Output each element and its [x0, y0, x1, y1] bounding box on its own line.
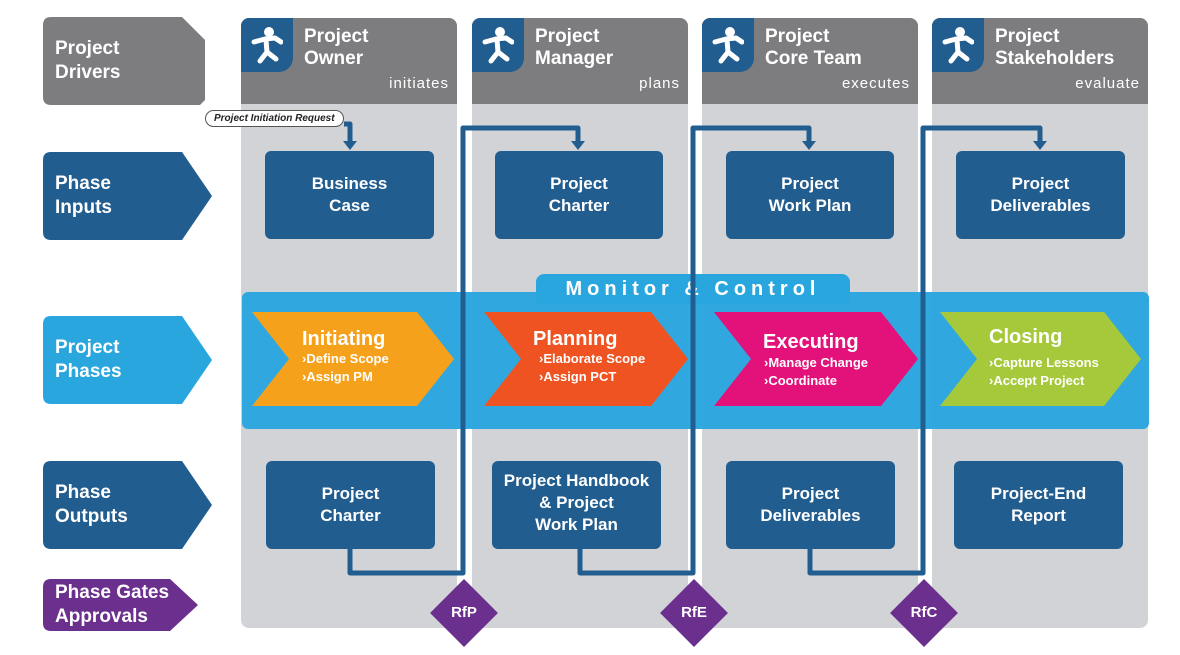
phase-item: ›Define Scope — [302, 351, 389, 366]
row-label-inputs: Phase Inputs — [55, 173, 112, 218]
input-project-charter: Project Charter — [495, 151, 663, 239]
column-title: Project Core Team — [765, 26, 862, 69]
column-title: Project Manager — [535, 26, 614, 69]
column-verb: initiates — [389, 75, 449, 92]
person-icon — [932, 18, 984, 72]
row-label-phases: Project Phases — [55, 337, 122, 382]
output-end-report: Project-End Report — [954, 461, 1123, 549]
output-handbook-work-plan: Project Handbook & Project Work Plan — [492, 461, 661, 549]
person-icon — [472, 18, 524, 72]
phase-item: ›Assign PCT — [539, 369, 617, 384]
outputs-row-shape — [43, 461, 212, 549]
phase-title: Executing — [763, 331, 859, 353]
input-work-plan: Project Work Plan — [726, 151, 894, 239]
initiation-request-label: Project Initiation Request — [205, 110, 344, 127]
row-label-drivers: Project Drivers — [55, 38, 121, 83]
output-deliverables: Project Deliverables — [726, 461, 895, 549]
phase-title: Initiating — [302, 328, 386, 350]
phase-item: ›Manage Change — [764, 355, 869, 370]
monitor-control-label: Monitor & Control — [565, 278, 821, 300]
phase-closing: Closing ›Capture Lessons ›Accept Project — [940, 312, 1141, 406]
phase-item: ›Coordinate — [764, 373, 837, 388]
inputs-row-shape — [43, 152, 212, 240]
input-deliverables: Project Deliverables — [956, 151, 1125, 239]
column-verb: executes — [841, 75, 910, 92]
row-label-gates: Phase Gates Approvals — [55, 582, 170, 627]
phase-title: Closing — [989, 326, 1063, 348]
phase-initiating: Initiating ›Define Scope ›Assign PM — [252, 312, 454, 406]
phase-executing: Executing ›Manage Change ›Coordinate — [714, 312, 918, 406]
phase-planning: Planning ›Elaborate Scope ›Assign PCT — [484, 312, 688, 406]
gate-rfp-label: RfP — [451, 604, 477, 621]
column-title: Project Owner — [304, 26, 369, 69]
output-project-charter: Project Charter — [266, 461, 435, 549]
phase-item: ›Elaborate Scope — [539, 351, 646, 366]
column-title: Project Stakeholders — [995, 26, 1115, 69]
column-verb: evaluate — [1075, 75, 1140, 92]
drivers-row-shape — [43, 17, 205, 105]
row-label-outputs: Phase Outputs — [55, 482, 128, 527]
column-verb: plans — [639, 75, 680, 92]
phase-item: ›Capture Lessons — [989, 355, 1099, 370]
person-icon — [702, 18, 754, 72]
person-icon — [241, 18, 293, 72]
gates-row-shape — [43, 579, 198, 631]
input-business-case: Business Case — [265, 151, 434, 239]
phase-title: Planning — [533, 328, 618, 350]
phase-item: ›Assign PM — [302, 369, 373, 384]
gate-rfe-label: RfE — [681, 604, 707, 621]
phases-row-shape — [43, 316, 212, 404]
gate-rfc-label: RfC — [910, 604, 938, 621]
phase-item: ›Accept Project — [989, 373, 1085, 388]
